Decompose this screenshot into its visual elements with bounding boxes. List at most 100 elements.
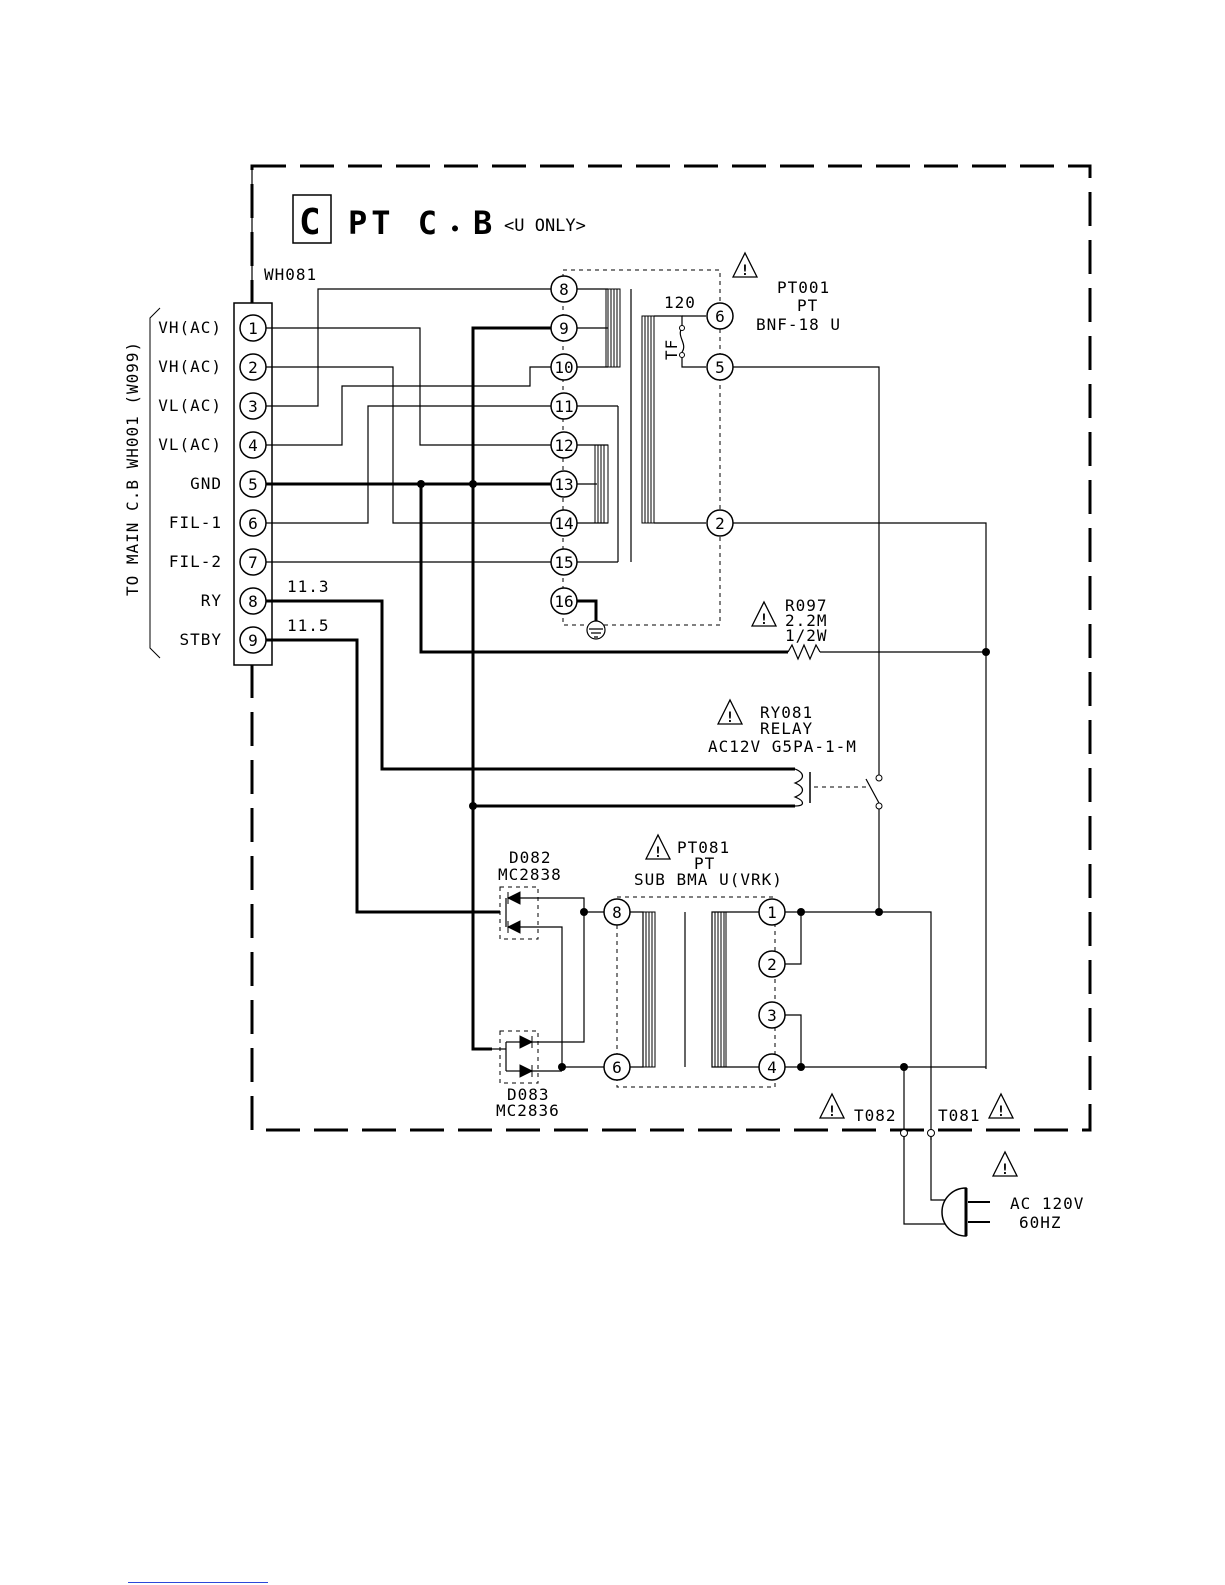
pt081-pins: 8 6 1 2 3 4 [603,898,786,1081]
connector-pin-number: 9 [248,631,258,650]
board-title: PT C [348,204,441,242]
pt001-pin-number: 14 [554,514,573,533]
t082-label: T082 [854,1106,897,1125]
board-letter: C [299,202,321,243]
pt081-type: PT [694,854,715,873]
pt081-strap [785,911,802,965]
ry081-type: RELAY [760,719,813,738]
wire-ac-line [801,911,932,1140]
relay-contact [875,774,883,782]
pt001-pin-number: 13 [554,475,573,494]
pt001-pin-number: 6 [715,307,725,326]
board-note: <U ONLY> [504,216,586,236]
ry-bus [266,599,795,771]
pt001-primary: 120 TF [641,293,706,524]
connector-pin-number: 6 [248,514,258,533]
pt001-pin-number: 9 [559,319,569,338]
fuse-node [679,325,685,331]
connector-pin-number: 5 [248,475,258,494]
r097-power: 1/2W [785,626,828,645]
junction [982,648,990,656]
pt081-strap [785,1014,802,1068]
connector-side-label: TO MAIN C.B WH001 (W099) [123,341,142,596]
signal-wires [266,288,551,563]
pt081-ref: PT081 [677,838,730,857]
warning-icon-mark: ! [741,263,749,279]
connector-pin-number: 7 [248,553,258,572]
pt001-pin-number: 16 [554,592,573,611]
junction [469,480,477,488]
warning-icon-mark: ! [1001,1162,1009,1178]
winding-top [605,288,621,368]
pt001-pin-number: 2 [715,514,725,533]
wire [266,366,551,446]
pt081-part: SUB BMA U(VRK) [634,870,783,889]
connector-pin-signal: VH(AC) [158,318,222,337]
pt001-pin-number: 11 [554,397,573,416]
warning-icon [818,1092,846,1119]
diode-icon [519,1064,534,1078]
pt081-pri-leads [711,911,759,1068]
pt081-pin-number: 1 [767,903,777,922]
connector-pin-number: 3 [248,397,258,416]
d083-outline [499,1030,539,1084]
pt081-pin-number: 2 [767,955,777,974]
pt081-primary-winding [711,911,727,1068]
warning-icon [991,1150,1019,1177]
pt001-secondary-pins: 8 9 10 11 12 13 14 15 16 [550,275,578,615]
ry081-ref: RY081 [760,703,813,722]
warning-icon-mark: ! [997,1104,1005,1120]
winding-hatch [607,289,618,367]
d082: D082 MC2838 [498,848,561,940]
terminal-t082 [900,1129,908,1137]
junction [900,1063,908,1071]
fuse-lead [654,315,683,328]
ac-frequency: 60HZ [1019,1213,1062,1232]
ground-icon [586,620,606,640]
connector-pin-number: 8 [248,592,258,611]
connector-bracket [149,307,161,659]
pt001-pin-number: 12 [554,436,573,455]
pt001-pin-number: 10 [554,358,573,377]
warning-icon-mark: ! [760,612,768,628]
pt001-pin-number: 8 [559,280,569,299]
connector-pin-signal: VL(AC) [158,396,222,415]
pt001-pin-circle [706,302,734,330]
warning-icon [644,833,672,860]
winding-hatch [714,912,725,1067]
warning-icon [750,600,778,627]
relay-switch-arm [865,778,880,804]
connector-pin-signal: RY [201,591,222,610]
r097-resistor [787,643,821,661]
pt001-part: BNF-18 U [756,315,841,334]
ac-plug-icon [941,1187,990,1237]
wire-pt001-pin2 [733,522,987,1069]
ground-lead [577,599,598,621]
diode-icon [506,920,521,934]
ground-icon-bars [589,628,603,638]
fuse-label: TF [662,339,681,360]
fuse-lead [681,358,706,368]
pt081-pin-number: 8 [612,903,622,922]
r097-ref: R097 [785,596,828,615]
warning-icon-mark: ! [654,845,662,861]
terminal-t081 [927,1129,935,1137]
fuse-value: 120 [664,293,696,312]
wire-diode [532,897,585,1043]
wire [266,288,551,407]
winding-hatch [597,445,605,523]
connector-pin-number: 4 [248,436,258,455]
warning-icon [731,251,759,278]
pt-pin9-bus [471,326,551,1051]
pt001-primary-pins: 6 5 2 [706,302,734,537]
stby-voltage: 11.5 [287,616,330,635]
connector-pin-signal: FIL-2 [169,552,222,571]
ry081-part: AC12V G5PA-1-M [708,737,857,756]
connector-pins: 1 VH(AC) 2 VH(AC) 3 VL(AC) 4 VL(AC) 5 GN… [158,314,267,654]
footer-link-underline[interactable] [128,1582,268,1583]
d083-ref: D083 [507,1085,550,1104]
wire-pt001-pin5 [733,366,880,778]
winding-hatch [644,316,652,523]
r097-value: 2.2M [785,611,828,630]
warning-icon [987,1092,1015,1119]
